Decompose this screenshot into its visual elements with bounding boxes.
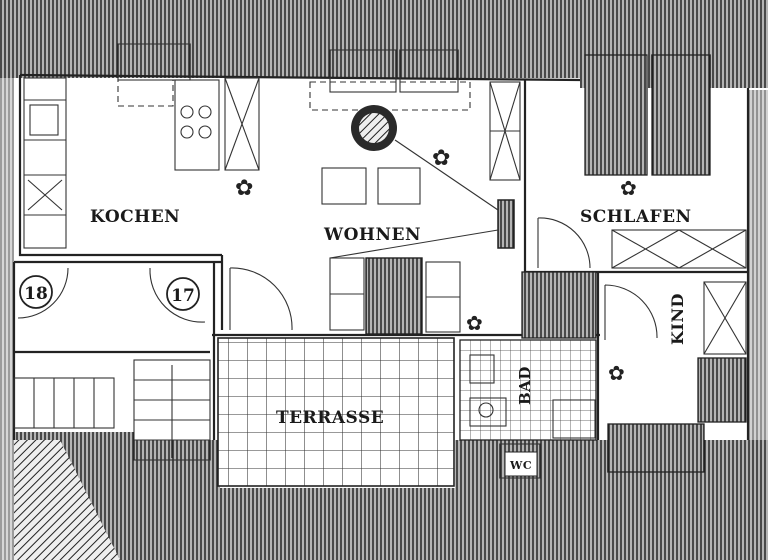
svg-text:✿: ✿ xyxy=(466,313,483,335)
upper-furniture xyxy=(309,49,471,151)
beds xyxy=(584,54,747,269)
dining-set xyxy=(321,167,461,335)
svg-text:✿: ✿ xyxy=(608,363,625,385)
svg-text:18: 18 xyxy=(24,284,48,304)
doors xyxy=(17,217,658,340)
room-label-wc: WC xyxy=(509,459,532,472)
room-label-kind: KIND xyxy=(668,293,687,345)
room-label-schlafen: SCHLAFEN xyxy=(580,207,692,227)
svg-text:✿: ✿ xyxy=(620,178,637,200)
plant-icons: ✿ ✿ ✿ ✿ ✿ xyxy=(235,145,637,385)
svg-text:17: 17 xyxy=(171,286,195,306)
kind-furniture xyxy=(607,281,747,473)
svg-text:✿: ✿ xyxy=(432,145,450,170)
wall-cabinet xyxy=(489,81,521,181)
room-label-bad: BAD xyxy=(516,366,534,405)
stairs xyxy=(13,271,597,461)
marker-18: 18 xyxy=(19,275,53,309)
tv-unit xyxy=(329,139,515,259)
wc-box xyxy=(504,451,538,477)
room-label-wohnen: WOHNEN xyxy=(323,225,421,245)
marker-17: 17 xyxy=(166,277,200,311)
terrace xyxy=(217,337,597,487)
room-label-terrasse: TERRASSE xyxy=(276,408,384,428)
stove xyxy=(117,43,260,171)
room-label-kochen: KOCHEN xyxy=(90,207,180,227)
kitchen-counter xyxy=(23,77,67,249)
svg-text:✿: ✿ xyxy=(235,175,253,200)
